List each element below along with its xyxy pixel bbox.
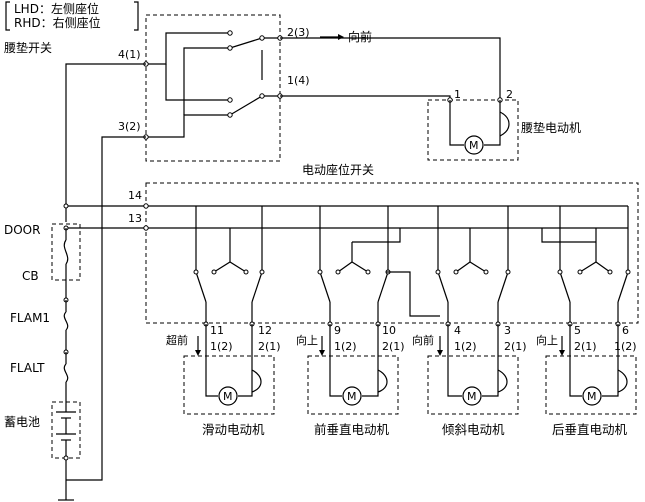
lumbar-motor: 1 2 M 腰垫电动机 [427,88,581,161]
lumbar-motor-pin-2: 2 [506,88,513,101]
flam1-label: FLAM1 [10,311,50,325]
battery-label: 蓄电池 [4,415,40,429]
rear-vertical-motor-pin-left: 5 [574,324,581,337]
lumbar-pin-3: 3(2) [118,120,141,133]
slide-motor-pin-left: 11 [210,324,224,337]
lumbar-forward-label: 向前 [348,29,372,44]
cb-label: CB [22,269,39,283]
lumbar-pin-1: 1(4) [287,74,310,87]
rear-vertical-motor-direction: 向上 [536,333,558,347]
lumbar-switch: 腰垫开关 4(1) 3(2) 2(3) 1(4) 向前 [4,14,372,162]
lumbar-pin-2: 2(3) [287,26,310,39]
switch-unit-front-vertical [317,261,391,322]
tilt-motor-sub-right: 2(1) [504,340,527,353]
slide-motor-sub-left: 1(2) [210,340,233,353]
lumbar-switch-title: 腰垫开关 [4,40,52,55]
front-vertical-motor-pin-left: 9 [334,324,341,337]
slide-motor-title: 滑动电动机 [202,422,265,437]
rear-vertical-motor-title: 后垂直电动机 [552,422,628,437]
slide-motor-pin-right: 12 [258,324,272,337]
front-vertical-motor-symbol: M [347,390,357,403]
seat-switch-title: 电动座位开关 [302,162,374,177]
front-vertical-motor-pin-right: 10 [382,324,396,337]
lumbar-motor-symbol: M [469,139,479,152]
rear-vertical-motor-sub-left: 2(1) [574,340,597,353]
seat-rail-13: 13 [128,212,142,225]
front-vertical-motor-direction: 向上 [296,333,318,347]
slide-motor: 超前 11 1(2) 12 2(1) M 滑动电动机 [166,321,281,437]
tilt-motor-sub-left: 1(2) [454,340,477,353]
front-vertical-motor-sub-left: 1(2) [334,340,357,353]
lumbar-motor-pin-1: 1 [454,88,461,101]
power-chain: DOOR CB FLAM1 FLALT 蓄电池 [4,223,81,501]
lumbar-motor-title: 腰垫电动机 [521,120,581,135]
front-vertical-motor-title: 前垂直电动机 [314,422,390,437]
tilt-motor-title: 倾斜电动机 [442,422,505,437]
seat-rail-14: 14 [128,189,142,202]
tilt-motor: 向前 4 1(2) 3 2(1) M 倾斜电动机 [412,321,527,437]
front-vertical-motor-sub-right: 2(1) [382,340,405,353]
slide-motor-sub-right: 2(1) [258,340,281,353]
front-vertical-motor: 向上 9 1(2) 10 2(1) M 前垂直电动机 [296,321,405,437]
slide-motor-symbol: M [223,390,233,403]
slide-motor-direction: 超前 [166,333,188,347]
rear-vertical-motor-sub-right: 1(2) [614,340,637,353]
lumbar-pin-4: 4(1) [118,48,141,61]
legend-lhd: LHD：左侧座位 [14,1,99,16]
switch-unit-tilt [435,261,511,322]
tilt-motor-pin-right: 3 [504,324,511,337]
tilt-motor-pin-left: 4 [454,324,461,337]
switch-unit-rear-vertical [557,261,631,322]
switch-unit-slide [193,261,265,322]
rear-vertical-motor: 向上 5 2(1) 6 1(2) M 后垂直电动机 [536,321,637,437]
tilt-motor-direction: 向前 [412,333,434,347]
legend: LHD：左侧座位 RHD：右侧座位 [5,1,139,31]
rear-vertical-motor-symbol: M [587,390,597,403]
legend-rhd: RHD：右侧座位 [14,15,101,30]
door-label: DOOR [4,223,40,237]
rear-vertical-motor-pin-right: 6 [622,324,629,337]
flalt-label: FLALT [10,361,45,375]
tilt-motor-symbol: M [467,390,477,403]
seat-switch: 电动座位开关 14 13 [63,162,639,324]
